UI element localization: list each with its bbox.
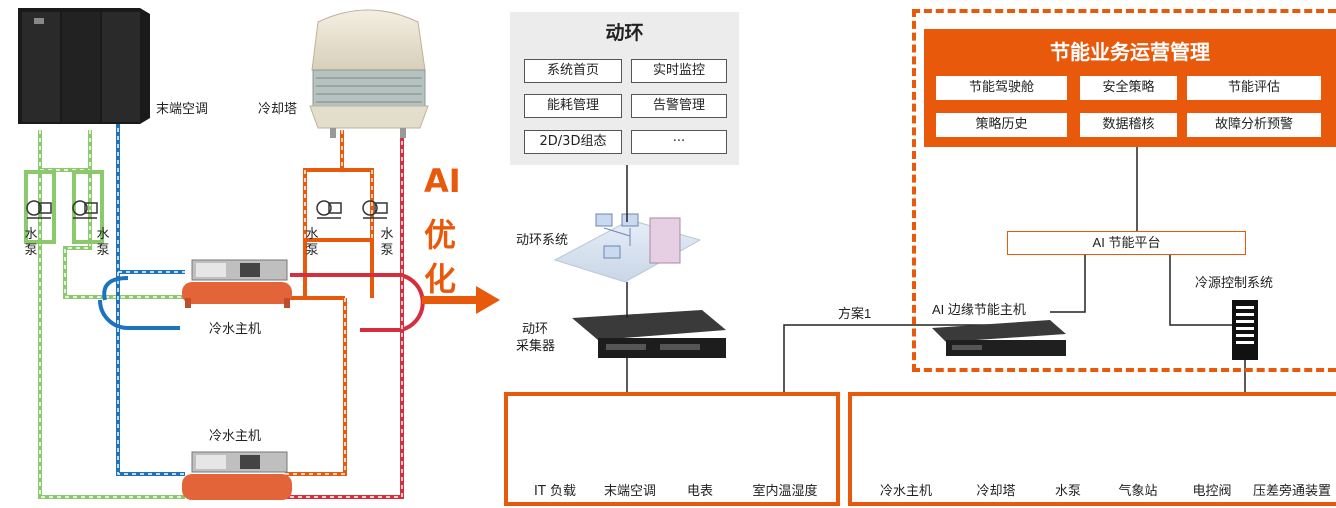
- pump-label-4: 水泵: [380, 226, 394, 257]
- it-terminal-ac-label: 末端空调: [603, 484, 656, 499]
- device-valve-label: 电控阀: [1192, 484, 1232, 499]
- ops-btn-evaluation[interactable]: 节能评估: [1187, 76, 1321, 100]
- it-meter-label: 电表: [686, 484, 713, 499]
- donghuan-system-label: 动环系统: [516, 232, 569, 247]
- ai-text-line1: AI: [424, 162, 461, 200]
- donghuan-btn-monitor[interactable]: 实时监控: [631, 59, 727, 83]
- it-temp-humidity-label: 室内温湿度: [752, 484, 818, 499]
- pump-label-1: 水泵: [24, 226, 38, 257]
- donghuan-btn-home[interactable]: 系统首页: [524, 59, 622, 83]
- collector-icon: [572, 310, 726, 358]
- it-load-label: IT 负载: [534, 484, 576, 499]
- donghuan-panel: 动环 系统首页 实时监控 能耗管理 告警管理 2D/3D组态 ···: [510, 12, 739, 165]
- pump-label-2: 水泵: [96, 226, 110, 257]
- ops-btn-cockpit[interactable]: 节能驾驶舱: [936, 76, 1067, 100]
- ops-btn-safety[interactable]: 安全策略: [1080, 76, 1177, 100]
- ai-platform-box[interactable]: AI 节能平台: [1007, 231, 1246, 255]
- terminal-ac-label: 末端空调: [156, 101, 209, 116]
- device-pump-label: 水泵: [1054, 484, 1081, 499]
- cooling-tower-label: 冷却塔: [258, 101, 298, 116]
- device-chiller-label: 冷水主机: [879, 484, 932, 499]
- orange-pipe: [285, 130, 374, 476]
- connector-lines: [626, 147, 1246, 394]
- ops-title: 节能业务运营管理: [1050, 40, 1210, 64]
- cold-source-control-icon: [1232, 300, 1258, 360]
- terminal-ac-icon: [18, 8, 150, 124]
- chiller-top-label: 冷水主机: [209, 321, 262, 336]
- donghuan-btn-alarm[interactable]: 告警管理: [631, 94, 727, 118]
- donghuan-btn-energy[interactable]: 能耗管理: [524, 94, 622, 118]
- ops-btn-fault[interactable]: 故障分析预警: [1187, 113, 1321, 137]
- ai-text-line2: 优: [424, 216, 457, 254]
- device-cooling-tower-label: 冷却塔: [976, 484, 1016, 499]
- ai-edge-host-icon: [932, 320, 1066, 356]
- cold-source-label: 冷源控制系统: [1195, 275, 1274, 290]
- chiller-bottom-icon: [182, 451, 292, 500]
- donghuan-btn-config[interactable]: 2D/3D组态: [524, 130, 622, 154]
- donghuan-system-icon: [553, 213, 702, 283]
- ops-btn-history[interactable]: 策略历史: [936, 113, 1067, 137]
- device-bypass-label: 压差旁通装置: [1252, 484, 1331, 499]
- it-box: [504, 392, 840, 506]
- ops-panel: 节能业务运营管理 节能驾驶舱 安全策略 节能评估 策略历史 数据稽核 故障分析预…: [924, 29, 1336, 147]
- pump-label-3: 水泵: [305, 226, 319, 257]
- green-pipe: [24, 130, 185, 499]
- cooling-tower-icon: [309, 9, 429, 138]
- ai-optimize-arrow: [422, 286, 500, 314]
- ai-text-line3: 化: [424, 260, 457, 298]
- collector-label-2: 采集器: [516, 338, 556, 353]
- donghuan-title: 动环: [605, 22, 644, 44]
- blue-pipe: [98, 120, 185, 476]
- device-weather-label: 气象站: [1118, 484, 1158, 499]
- device-box: [848, 392, 1336, 506]
- scheme-label: 方案1: [838, 306, 872, 321]
- pump-icon: [26, 200, 388, 219]
- ops-dashed-frame: [912, 9, 1336, 372]
- chiller-top-icon: [182, 259, 292, 308]
- collector-label-1: 动环: [522, 321, 549, 336]
- ops-btn-audit[interactable]: 数据稽核: [1080, 113, 1177, 137]
- chiller-bottom-label: 冷水主机: [209, 428, 262, 443]
- donghuan-btn-more[interactable]: ···: [631, 130, 727, 154]
- edge-host-label: AI 边缘节能主机: [932, 302, 1026, 317]
